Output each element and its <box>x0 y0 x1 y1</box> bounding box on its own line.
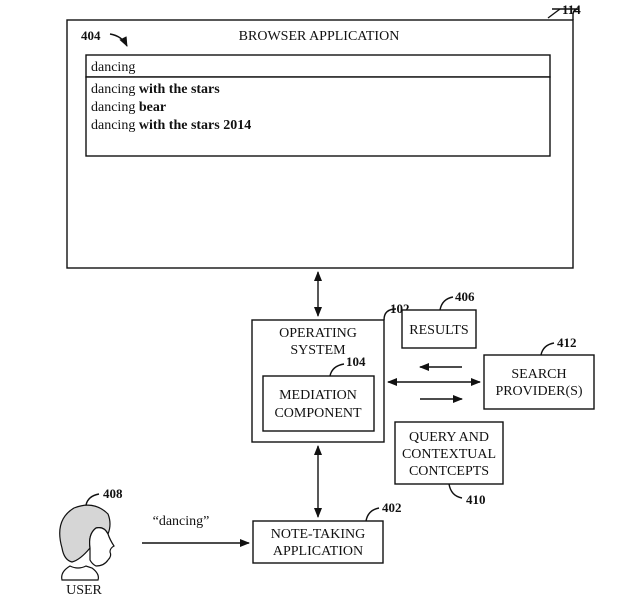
mediation-component-box <box>263 376 374 431</box>
os-label-line1: OPERATING <box>279 326 357 341</box>
results-ref-leader <box>440 297 453 310</box>
user-ref-leader <box>86 494 99 505</box>
query-concepts-line3: CONTCEPTS <box>409 464 489 479</box>
browser-ref-tick <box>548 9 560 18</box>
browser-ref-number: 114 <box>562 2 581 17</box>
results-label: RESULTS <box>409 323 468 338</box>
search-provider-box <box>484 355 594 409</box>
suggestion-2-suffix: bear <box>139 100 166 115</box>
query-concepts-line2: CONTEXTUAL <box>402 447 496 462</box>
results-ref-number: 406 <box>455 289 475 304</box>
search-input[interactable] <box>86 55 550 77</box>
mediation-label-line2: COMPONENT <box>274 406 362 421</box>
suggestion-1-suffix: with the stars <box>139 82 220 97</box>
search-provider-ref-leader <box>541 343 554 355</box>
suggestion-1-prefix: dancing <box>91 82 135 97</box>
suggestion-2-prefix: dancing <box>91 100 135 115</box>
query-concepts-ref-number: 410 <box>466 492 486 507</box>
suggestion-item-2[interactable]: dancing bear <box>91 100 166 115</box>
search-provider-line1: SEARCH <box>511 367 566 382</box>
user-label: USER <box>66 583 102 598</box>
search-provider-ref-number: 412 <box>557 335 577 350</box>
mediation-ref-number: 104 <box>346 354 366 369</box>
search-query-text: dancing <box>91 60 135 75</box>
browser-title: BROWSER APPLICATION <box>239 29 400 44</box>
user-speech-text: “dancing” <box>153 514 210 529</box>
query-concepts-line1: QUERY AND <box>409 430 489 445</box>
note-taking-ref-number: 402 <box>382 500 402 515</box>
search-provider-line2: PROVIDER(S) <box>495 384 582 399</box>
os-label-line2: SYSTEM <box>290 343 346 358</box>
query-concepts-ref-leader <box>449 484 462 498</box>
note-taking-line1: NOTE-TAKING <box>271 527 366 542</box>
suggestion-item-1[interactable]: dancing with the stars <box>91 82 220 97</box>
suggestion-item-3[interactable]: dancing with the stars 2014 <box>91 118 251 133</box>
mediation-label-line1: MEDIATION <box>279 388 357 403</box>
user-icon <box>60 505 114 580</box>
search-ref-number: 404 <box>81 28 101 43</box>
suggestion-3-prefix: dancing <box>91 118 135 133</box>
note-taking-line2: APPLICATION <box>273 544 363 559</box>
user-ref-number: 408 <box>103 486 123 501</box>
note-taking-ref-leader <box>366 508 379 521</box>
suggestion-3-suffix: with the stars 2014 <box>139 118 251 133</box>
